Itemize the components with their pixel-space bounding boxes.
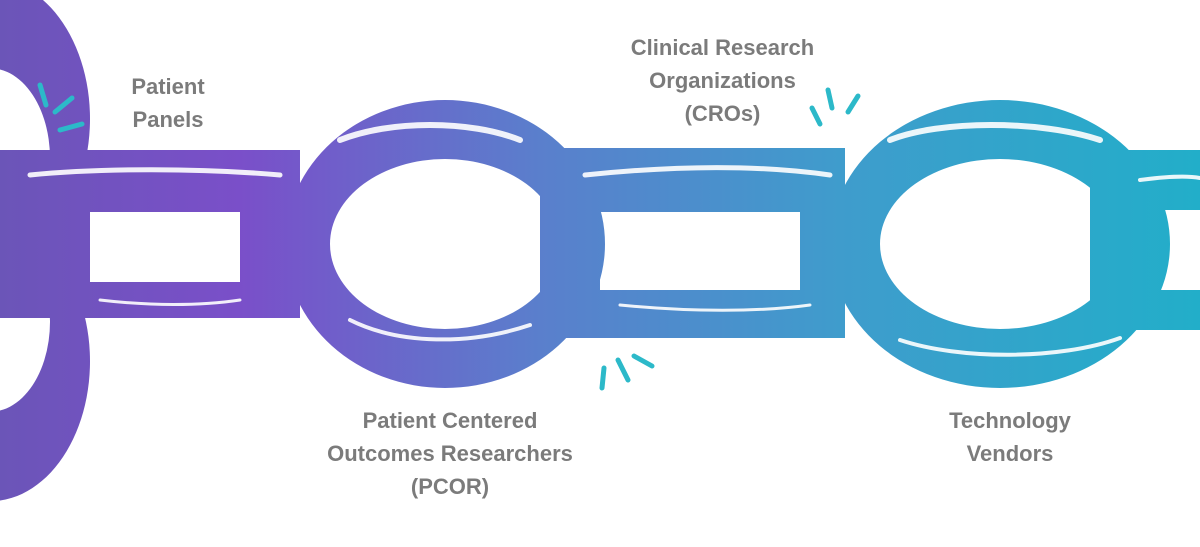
oval-links xyxy=(0,0,1170,501)
spark-accents xyxy=(37,82,861,391)
label-line: Clinical Research xyxy=(630,35,815,60)
spark-top-right xyxy=(809,87,861,127)
link-ring-2 xyxy=(830,100,1170,388)
label-line: Technology xyxy=(949,408,1071,433)
label-line: (PCOR) xyxy=(410,474,490,499)
spark-top-left xyxy=(37,82,85,133)
label-line: (CROs) xyxy=(684,101,761,126)
link-highlights xyxy=(27,122,1200,357)
label-technology-vendors: Technology Vendors xyxy=(905,404,1115,470)
label-line: Patient xyxy=(131,74,205,99)
link-bar-2 xyxy=(540,148,845,338)
label-line: Vendors xyxy=(966,441,1054,466)
label-line: Panels xyxy=(132,107,204,132)
label-line: Outcomes Researchers xyxy=(327,441,573,466)
label-pcor: Patient Centered Outcomes Researchers (P… xyxy=(290,404,610,503)
label-clinical-research-organizations: Clinical Research Organizations (CROs) xyxy=(585,31,860,130)
link-ring-left xyxy=(0,0,90,501)
label-patient-panels: Patient Panels xyxy=(108,70,228,136)
spark-bottom-middle xyxy=(599,353,655,391)
label-line: Organizations xyxy=(649,68,796,93)
label-line: Patient Centered xyxy=(362,408,538,433)
link-ring-1 xyxy=(285,100,605,388)
